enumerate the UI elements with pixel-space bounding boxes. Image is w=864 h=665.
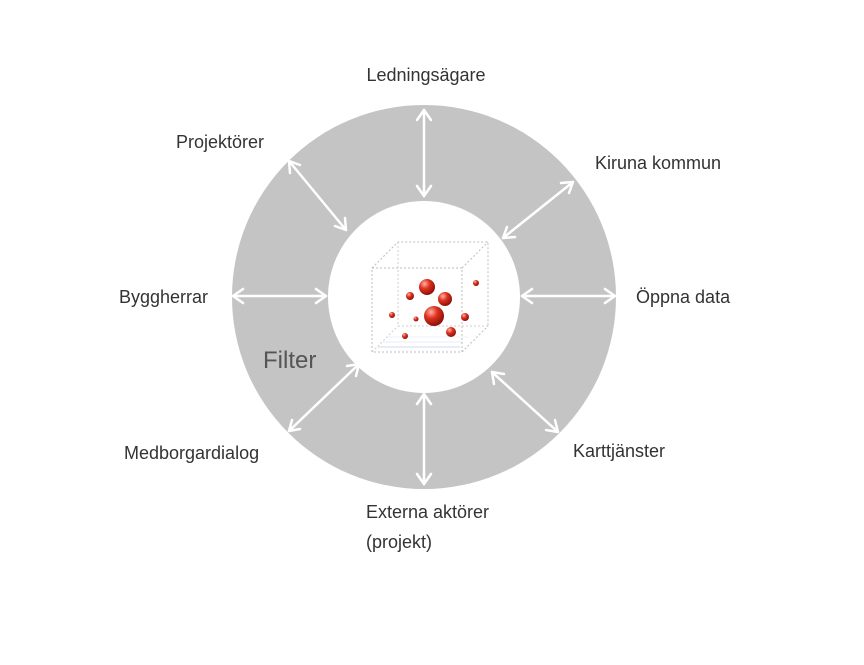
node-oppna-data: Öppna data [636,287,731,307]
node-kiruna-kommun: Kiruna kommun [595,153,721,173]
node-externa-aktorer-line1: Externa aktörer [366,502,489,522]
connection-arrows [231,108,617,486]
arrow-externa-aktorer [415,392,433,486]
3d-scatter-cube-icon [371,241,489,353]
arrow-oppna-data [520,287,617,305]
arrow-byggherrar [231,287,328,305]
node-medborgardialog: Medborgardialog [124,443,259,463]
node-byggherrar: Byggherrar [119,287,208,307]
node-karttjanster: Karttjänster [573,441,665,461]
center-hub [328,201,520,393]
node-externa-aktorer-line2: (projekt) [366,532,432,552]
filter-ring-label: Filter [263,347,316,374]
node-ledningsagare: Ledningsägare [366,65,485,85]
arrow-karttjanster [490,370,560,434]
arrow-kiruna-kommun [501,180,575,240]
arrow-ledningsagare [415,108,433,198]
arrow-projektorer [287,159,348,232]
node-projektorer: Projektörer [176,132,264,152]
arrow-medborgardialog [287,362,361,433]
